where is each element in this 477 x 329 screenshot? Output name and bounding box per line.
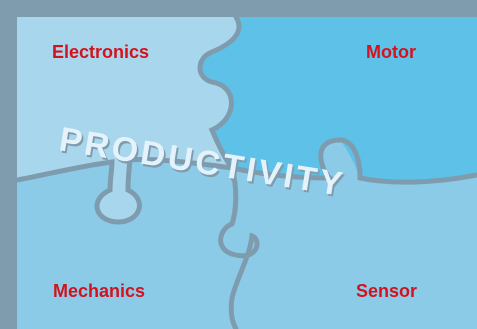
piece-top-right [200,17,477,183]
label-electronics: Electronics [52,42,150,62]
label-mechanics: Mechanics [53,281,146,301]
label-sensor: Sensor [356,281,418,301]
label-motor: Motor [366,42,416,62]
seam-horizontal [17,137,477,225]
piece-top-left [17,17,239,222]
seam-vertical [197,17,260,329]
